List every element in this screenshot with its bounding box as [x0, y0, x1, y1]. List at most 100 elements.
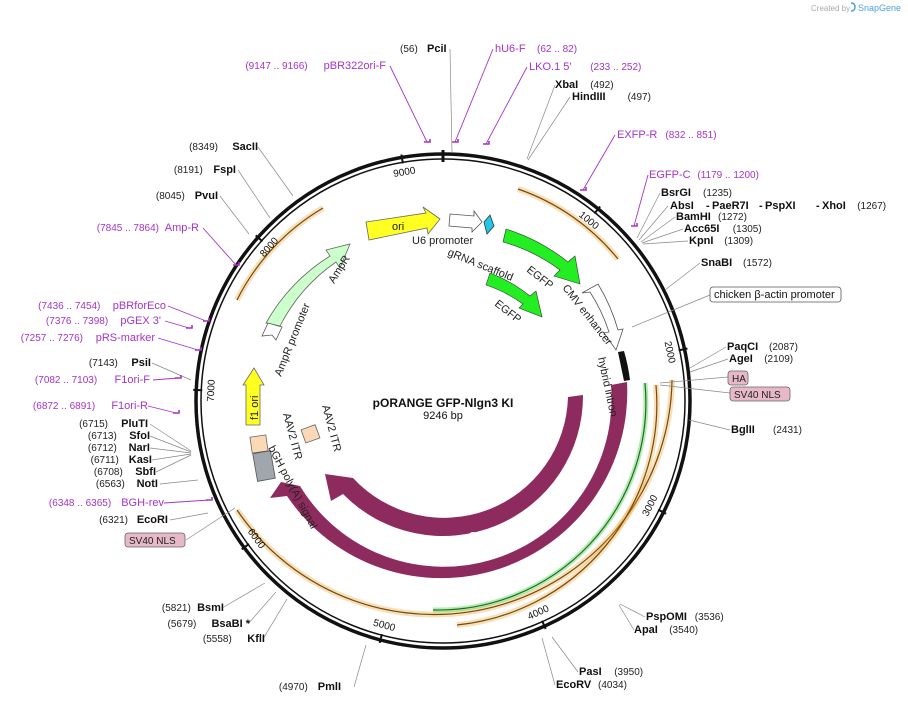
site-label-bsabi: BsaBI *(5679): [167, 618, 250, 630]
scale-tick: [541, 620, 547, 630]
site-leader-line: [688, 419, 731, 431]
primer-range: (7376 .. 7398): [46, 316, 108, 327]
site-name: SfoI: [129, 430, 150, 442]
site-name: EcoRI: [137, 514, 168, 526]
site-label-ecori: EcoRI (6321): [99, 514, 168, 526]
aav2-itr-right-box: [300, 424, 321, 444]
site-leader-line: [642, 240, 689, 245]
scale-tick: [657, 508, 667, 515]
site-position: (3950): [614, 667, 643, 678]
scale-tick-label: 9000: [393, 165, 417, 180]
primer-label-ampr: Amp-R(7845 .. 7864): [97, 222, 199, 234]
site-position: (1235): [703, 188, 732, 199]
primer-mark: [233, 262, 240, 266]
primer-name: F1ori-R: [111, 400, 148, 412]
egfp-inner-arrow: [485, 272, 543, 318]
scale-tick-label: 3000: [641, 493, 661, 518]
site-leader-line: [638, 205, 669, 241]
site-leader-line: [527, 96, 571, 161]
site-leader-line: [247, 591, 277, 625]
chicken-actin-box: chicken β-actin promoter: [631, 286, 842, 328]
site-separator: -: [759, 200, 763, 212]
orf-arcs: [234, 186, 675, 628]
site-leader-line: [526, 84, 556, 160]
aav2-itr-left-label: AAV2 ITR: [280, 412, 304, 462]
primer-label-lko15: LKO.1 5'(233 .. 252): [529, 61, 641, 73]
primer-mark: [206, 497, 213, 501]
site-label-acc65i: Acc65I(1305): [684, 223, 762, 235]
site-label-xbai: XbaI(492): [555, 79, 614, 91]
site-position: (2087): [769, 342, 798, 353]
primer-range: (7845 .. 7864): [97, 223, 159, 234]
site-label-snabi: SnaBI (1572): [701, 257, 772, 269]
site-name: PspOMI: [646, 611, 687, 623]
primer-mark: [631, 223, 638, 227]
primer-mark: [173, 410, 180, 414]
site-leader-line: [221, 582, 266, 609]
aav2-itr-left-box: [249, 434, 269, 454]
primer-label-egfpc: EGFP-C(1179 .. 1200): [649, 169, 759, 181]
site-name: KasI: [129, 454, 152, 466]
site-label-bglii: BglII(2431): [731, 424, 802, 436]
plasmid-name: pORANGE GFP-Nlgn3 KI: [373, 396, 514, 410]
ampr-arrow: [265, 243, 351, 327]
f1-ori-label: f1 ori: [249, 396, 261, 420]
primer-range: (9147 .. 9166): [245, 61, 307, 72]
site-label-paqci: PaqCI(2087): [727, 341, 798, 353]
site-position: (8045): [156, 191, 185, 202]
scale-tick-label: 6000: [245, 527, 267, 552]
site-label-paer7i: -PaeR7I: [706, 200, 749, 212]
site-name: SacII: [232, 141, 258, 153]
site-leader-line: [619, 603, 646, 618]
site-position: (1572): [743, 258, 772, 269]
site-label-pspomi: PspOMI (3536): [646, 611, 724, 623]
site-position: (56): [400, 44, 418, 55]
site-name: BamHI: [676, 211, 711, 223]
u6-promoter-arrow: [448, 209, 483, 233]
site-position: (4034): [598, 680, 627, 691]
site-label-bamhi: BamHI (1272): [676, 211, 747, 223]
site-name: PsiI: [131, 357, 151, 369]
u6-promoter-label: U6 promoter: [412, 235, 473, 247]
primer-mark: [580, 187, 587, 191]
primer-name: LKO.1 5': [529, 61, 571, 73]
primer-range: (7436 .. 7454): [38, 301, 100, 312]
site-position: (3536): [695, 612, 724, 623]
primer-name: BGH-rev: [121, 497, 164, 509]
site-leader-line: [151, 453, 192, 461]
cas9-inner-arc: Cas9: [325, 395, 584, 542]
site-position: (497): [628, 92, 651, 103]
site-name: Acc65I: [684, 223, 719, 235]
primer-mark: [195, 347, 202, 351]
site-position: (1272): [718, 212, 747, 223]
site-label-psii: PsiI(7143): [89, 357, 151, 369]
site-position: (492): [590, 80, 613, 91]
scale-tick: [241, 543, 250, 551]
site-name: BglII: [731, 424, 755, 436]
site-label-absi: AbsI: [670, 200, 694, 212]
site-leader-line: [219, 195, 250, 235]
site-leader-line: [636, 192, 661, 239]
site-position: (6708): [94, 467, 123, 478]
site-name: BsmI: [197, 602, 224, 614]
egfp-outer-arrow: [502, 228, 581, 285]
site-position: (6321): [99, 515, 128, 526]
snapgene-logo-icon: [850, 2, 856, 12]
primer-label-pbrforeco: pBRforEco(7436 .. 7454): [38, 300, 166, 312]
site-label-xhoi: -XhoI(1267): [816, 200, 886, 212]
primer-leader-line: [152, 377, 179, 381]
site-name: PasI: [579, 666, 602, 678]
scale-tick: [400, 154, 404, 164]
site-label-hindiii: HindIII(497): [572, 91, 651, 103]
site-name: SnaBI: [701, 257, 732, 269]
site-label-noti: NotI(6563): [96, 478, 158, 490]
primer-leader-line: [202, 227, 237, 266]
site-leader-line: [149, 423, 192, 452]
site-position: (5679): [167, 619, 196, 630]
ori-arrow: ori: [365, 206, 441, 241]
site-position: (6715): [79, 419, 108, 430]
site-name: BsrGI: [661, 187, 691, 199]
site-name: ApaI: [634, 624, 658, 636]
site-position: (1309): [724, 236, 753, 247]
site-labels: (56)PciIXbaI(492)HindIII(497)BsrGI(1235)…: [21, 43, 886, 693]
